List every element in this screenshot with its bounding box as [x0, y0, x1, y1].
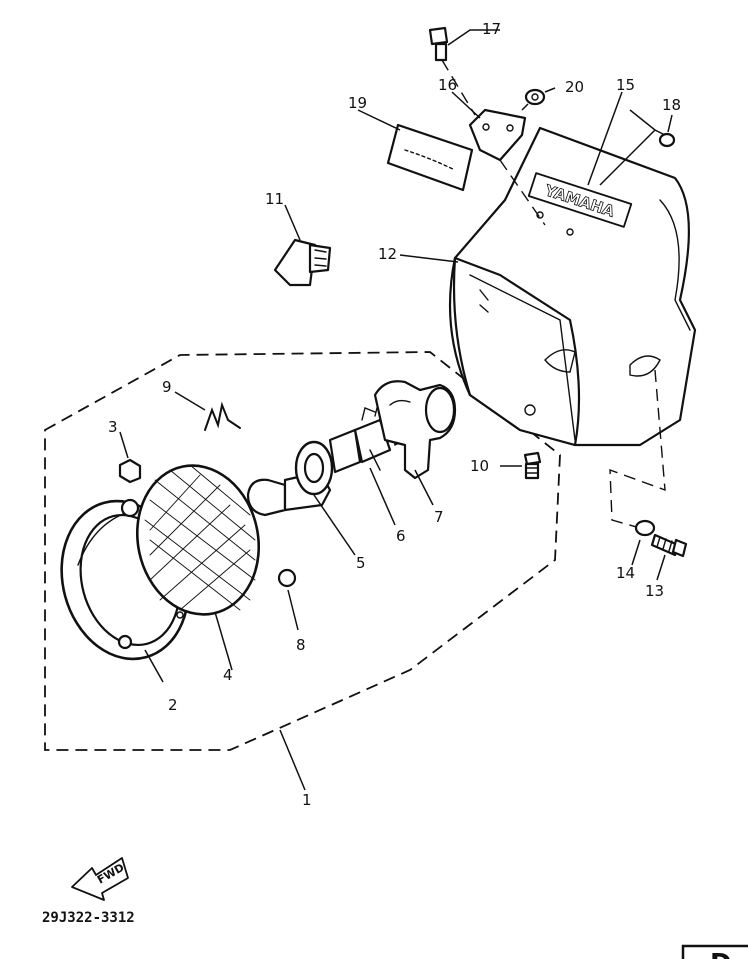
screw-10 [523, 451, 542, 480]
page-tab-letter: D [710, 949, 732, 959]
yamaha-emblem: YAMAHA [527, 172, 633, 228]
forward-arrow-icon: FWD [71, 857, 129, 901]
label-13: 13 [645, 582, 664, 600]
seal-ring-5 [294, 440, 334, 496]
label-11: 11 [265, 190, 284, 208]
nut-20 [524, 88, 546, 106]
grommet-18 [658, 132, 676, 148]
label-17: 17 [482, 20, 501, 38]
label-2: 2 [168, 696, 178, 714]
label-4: 4 [223, 666, 233, 684]
lens-unit-4 [135, 464, 261, 616]
label-14: 14 [616, 564, 635, 582]
label-5: 5 [356, 554, 366, 572]
screw-8 [277, 568, 297, 588]
socket-holder-7 [373, 380, 457, 480]
label-19: 19 [348, 94, 367, 112]
washer-14 [634, 519, 656, 537]
label-16: 16 [438, 76, 457, 94]
nut-3 [118, 458, 142, 484]
headlight-cover [448, 126, 697, 447]
spring-9 [204, 401, 241, 431]
label-3: 3 [108, 418, 118, 436]
label-20: 20 [565, 78, 584, 96]
assembly-boundary [44, 351, 561, 751]
label-10: 10 [470, 457, 489, 475]
bolt-17 [428, 26, 449, 62]
label-6: 6 [396, 527, 406, 545]
diagram-code: 29J322-3312 [42, 910, 135, 926]
label-15: 15 [616, 76, 635, 94]
label-8: 8 [296, 636, 306, 654]
socket-6 [328, 403, 406, 474]
label-18: 18 [662, 96, 681, 114]
label-1: 1 [302, 791, 312, 809]
page-tab: D [681, 944, 748, 959]
label-7: 7 [434, 508, 444, 526]
label-9: 9 [162, 378, 172, 396]
bulb-11 [273, 238, 332, 287]
bolt-13 [650, 533, 688, 558]
label-12: 12 [378, 245, 397, 263]
reflector-bracket [468, 108, 527, 162]
reflector-19 [386, 123, 474, 192]
